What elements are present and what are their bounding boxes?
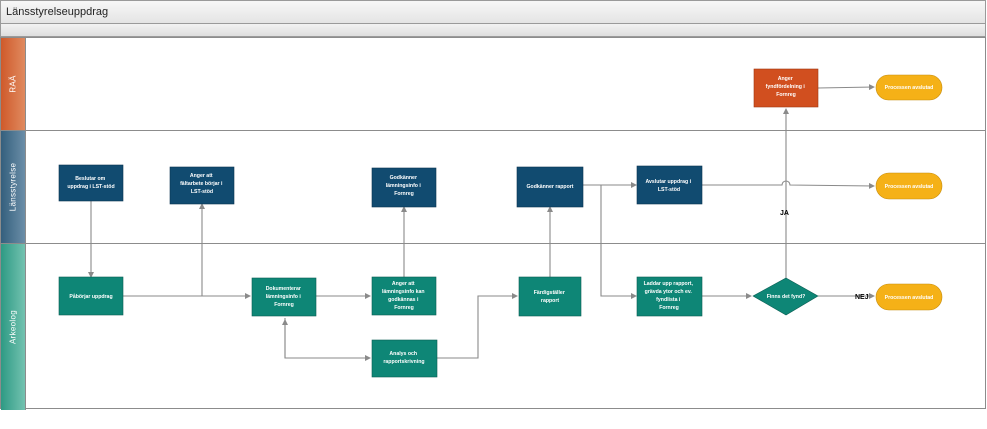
- end-node-lst-text: Processen avslutad: [885, 184, 934, 190]
- lane-header-lst: Länsstyrelse: [1, 131, 26, 243]
- edge-analys-fardigstaller: [437, 293, 518, 359]
- node-avslutar[interactable]: Avslutar uppdrag i LST-stöd: [636, 165, 703, 205]
- node-anger-fynd-text: Anger fyndfördelning i Fornreg: [766, 76, 807, 98]
- node-laddar[interactable]: Laddar upp rapport, grävda ytor och ev. …: [636, 276, 703, 317]
- swimlane-container: RAÄ Länsstyrelse Arkeolog: [0, 37, 986, 410]
- diagram-sub-bar: [0, 24, 986, 37]
- node-analys[interactable]: Analys och rapportskrivning: [371, 339, 438, 378]
- node-godkanner-rapport[interactable]: Godkänner rapport: [516, 166, 584, 208]
- node-anger-lamning-text: Anger att lämningsinfo kan godkännas i F…: [382, 281, 426, 311]
- node-anger-fynd[interactable]: Anger fyndfördelning i Fornreg: [753, 68, 819, 108]
- node-godkanner-rapport-text: Godkänner rapport: [527, 184, 574, 190]
- edge-label-ja: JA: [780, 210, 789, 217]
- node-laddar-text: Laddar upp rapport, grävda ytor och ev. …: [644, 281, 695, 311]
- lane-raa: RAÄ: [1, 38, 985, 130]
- node-fardigstaller-text: Färdigställer rapport: [534, 290, 567, 304]
- edge-godkanner-rapport-laddar: [583, 184, 637, 299]
- node-avslutar-text: Avslutar uppdrag i LST-stöd: [645, 179, 692, 193]
- node-godkanner-lamning-text: Godkänner lämningsinfo i Fornreg: [386, 175, 423, 197]
- edge-avslutar-end: [702, 180, 875, 189]
- lane-ark: Arkeolog: [1, 243, 985, 410]
- end-node-lst[interactable]: Processen avslutad: [875, 172, 943, 200]
- lane-header-ark: Arkeolog: [1, 244, 26, 410]
- edge-paborjar-anger-faltarbete: [123, 203, 205, 297]
- lane-lst: Länsstyrelse: [1, 130, 985, 243]
- node-godkanner-lamning[interactable]: Godkänner lämningsinfo i Fornreg: [371, 167, 437, 208]
- end-node-ark-text: Processen avslutad: [885, 295, 934, 301]
- decision-text: Finns det fynd?: [767, 294, 806, 300]
- end-node-ark[interactable]: Processen avslutad: [875, 283, 943, 311]
- node-anger-faltarbete-text: Anger att fältarbete börjar i LST-stöd: [180, 173, 224, 195]
- connectors: [88, 84, 875, 361]
- node-fardigstaller[interactable]: Färdigställer rapport: [518, 276, 582, 317]
- node-anger-lamning[interactable]: Anger att lämningsinfo kan godkännas i F…: [371, 276, 437, 316]
- node-dokumenterar-text: Dokumenterar lämningsinfo i Fornreg: [266, 286, 303, 308]
- edge-anger-fynd-end: [817, 84, 875, 91]
- decision-finns-fynd[interactable]: Finns det fynd?: [752, 277, 819, 316]
- end-node-raa-text: Processen avslutad: [885, 85, 934, 91]
- node-dokumenterar[interactable]: Dokumenterar lämningsinfo i Fornreg: [251, 277, 317, 317]
- diagram-title: Länsstyrelseuppdrag: [6, 6, 109, 18]
- node-beslutar-text: Beslutar om uppdrag i LST-stöd: [67, 176, 114, 190]
- end-node-raa[interactable]: Processen avslutad: [875, 74, 943, 101]
- node-analys-text: Analys och rapportskrivning: [383, 351, 424, 365]
- lane-header-raa: RAÄ: [1, 38, 26, 130]
- node-paborjar[interactable]: Påbörjar uppdrag: [58, 276, 124, 316]
- edge-dokumenterar-analys: [284, 318, 371, 361]
- node-beslutar[interactable]: Beslutar om uppdrag i LST-stöd: [58, 164, 124, 202]
- node-paborjar-text: Påbörjar uppdrag: [69, 293, 112, 300]
- edge-label-nej: NEJ: [855, 294, 869, 301]
- node-anger-faltarbete[interactable]: Anger att fältarbete börjar i LST-stöd: [169, 166, 235, 205]
- diagram-title-bar: Länsstyrelseuppdrag: [0, 0, 986, 24]
